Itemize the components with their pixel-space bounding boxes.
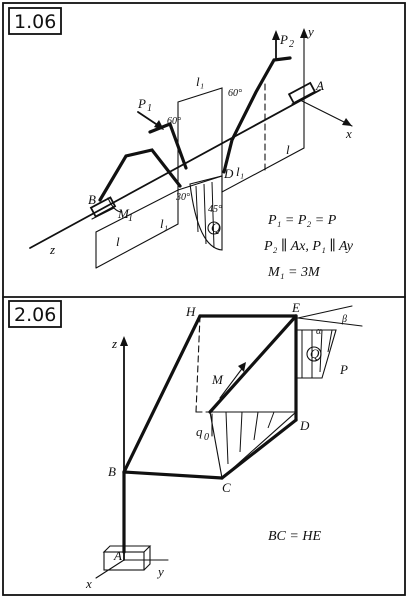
problem-2-panel: 2.06 q [8, 300, 363, 591]
label-m1: M [117, 206, 130, 221]
label-beta: β [341, 314, 347, 325]
edge-b-c-dashed [123, 471, 223, 479]
label-angle-30: 30° [175, 192, 190, 203]
label-z-2: z [111, 336, 117, 351]
vertical-plate [177, 87, 223, 191]
edge-d-c [220, 418, 298, 480]
label-p: P [339, 362, 348, 377]
load-q-block [295, 329, 337, 379]
moment-m-arrow [238, 362, 246, 372]
label-d: D [223, 166, 234, 181]
x-axis-2 [95, 559, 125, 579]
q-marker-2 [306, 346, 322, 362]
right-frame [221, 99, 305, 193]
edge-hidden-1 [195, 315, 201, 413]
condition-bc-he: BC = HE [268, 529, 321, 544]
label-q0-sub: 0 [204, 432, 209, 443]
label-c: C [222, 480, 231, 495]
label-q: Q [211, 220, 221, 235]
label-angle-60-b: 60° [228, 88, 242, 99]
label-x-2: x [85, 576, 92, 591]
problem-2-number: 2.06 [14, 304, 56, 326]
label-p2: P [279, 32, 288, 47]
label-l-bottom: l [116, 234, 120, 249]
label-a-2: A [113, 548, 122, 563]
label-h: H [185, 304, 196, 319]
label-angle-60-a: 60° [167, 116, 181, 127]
problem-1-number: 1.06 [14, 11, 56, 33]
label-l1-bottom: l₁ [160, 216, 168, 231]
bottom-frame [95, 189, 179, 269]
label-b-2: B [108, 464, 116, 479]
y-axis-arrow [300, 28, 308, 38]
label-z: z [49, 242, 55, 257]
label-q-2: Q [310, 346, 320, 361]
force-p1-arrow [154, 120, 164, 130]
label-b: B [88, 192, 96, 207]
label-p2-sub: 2 [289, 39, 294, 50]
label-p1: P [137, 96, 146, 111]
shaft-axis [29, 89, 321, 249]
load-q-hatching [195, 181, 215, 249]
label-a: A [315, 78, 324, 93]
outer-frame [2, 2, 406, 596]
condition-line-2: P₂ ∥ Ax, P₁ ∥ Ay [263, 238, 354, 254]
label-m1-sub: 1 [128, 213, 133, 224]
problem-2-number-box: 2.06 [8, 300, 62, 328]
label-q0: q [196, 424, 203, 439]
load-q0-triangle [209, 411, 298, 480]
label-x: x [345, 126, 352, 141]
condition-line-1: P₁ = P₂ = P [267, 213, 337, 228]
label-l1-top: l₁ [196, 74, 204, 89]
moment-m-axis [219, 365, 245, 399]
rod-mid [148, 121, 188, 170]
problem-1-number-box: 1.06 [8, 7, 62, 35]
force-p-ref [297, 305, 353, 319]
label-y: y [306, 24, 314, 39]
condition-line-3: M₁ = 3M [267, 265, 321, 280]
label-m: M [211, 372, 224, 387]
label-l1-right: l₁ [236, 164, 244, 179]
edge-inner [208, 314, 298, 414]
label-l-right: l [286, 142, 290, 157]
bearing-a [287, 81, 317, 105]
x-axis [299, 99, 353, 127]
x-axis-arrow [342, 118, 352, 126]
z-axis-arrow [120, 336, 128, 346]
rod-right [222, 56, 292, 174]
force-p-line [297, 317, 363, 327]
label-d-2: D [299, 418, 310, 433]
label-e: E [291, 300, 300, 315]
base-support-a [102, 545, 152, 571]
bearing-b [89, 196, 117, 220]
problem-1-panel: 1.06 P 1 [8, 7, 354, 280]
label-y-2: y [156, 564, 164, 579]
label-p1-sub: 1 [147, 103, 152, 114]
load-q0-hatching [225, 411, 275, 465]
label-alpha: α [316, 326, 322, 337]
label-angle-45: 45° [208, 204, 222, 215]
q-marker [207, 221, 221, 235]
edge-b-h [122, 314, 202, 474]
force-p2-arrow [272, 30, 280, 40]
rod-left [98, 148, 182, 202]
moment-m1 [107, 197, 123, 213]
load-q-block-hatching [301, 329, 333, 378]
